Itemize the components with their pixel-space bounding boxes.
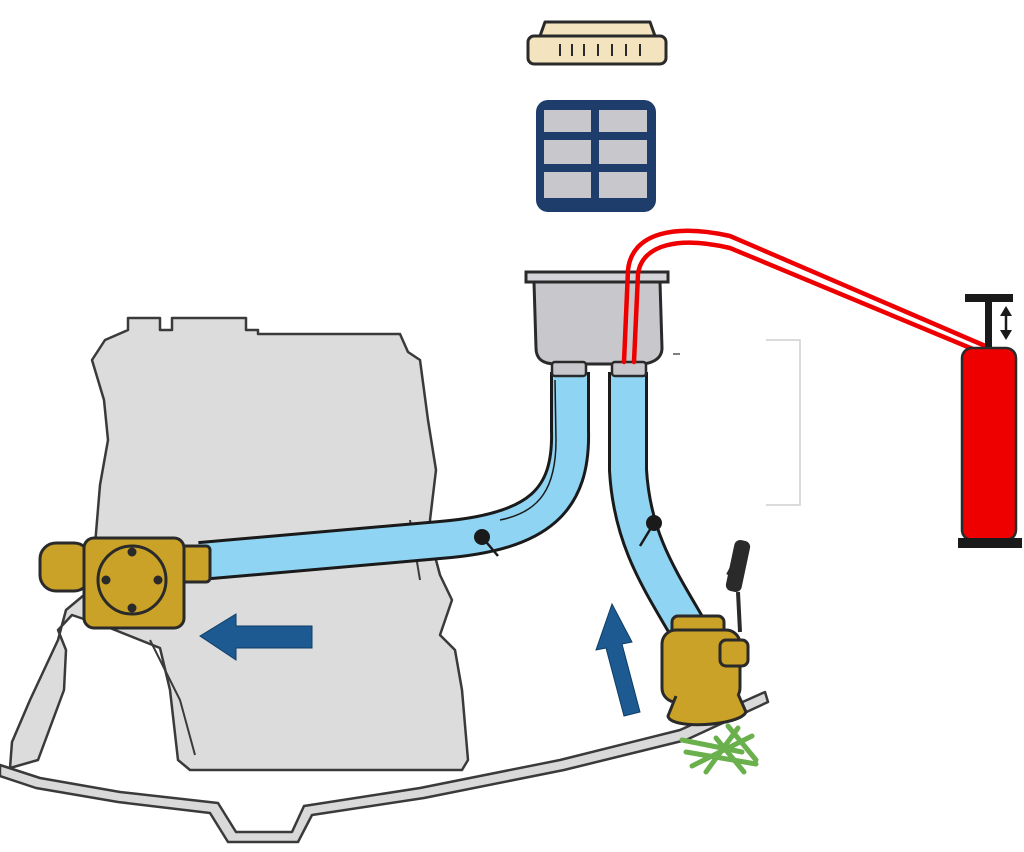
strainer-bowl-icon <box>524 270 680 378</box>
bracket-line <box>766 339 801 506</box>
seacock-valve-icon <box>660 540 751 727</box>
hull-icon <box>0 690 770 844</box>
strainer-lid-icon <box>520 0 668 100</box>
air-hose-icon <box>621 228 993 365</box>
water-pump-icon <box>38 536 212 630</box>
strainer-basket-icon <box>536 100 656 212</box>
seacock-hose <box>608 372 708 642</box>
flow-arrow-up-icon <box>595 602 641 717</box>
hand-pump-icon <box>958 294 1022 548</box>
pump-intake-hose <box>198 372 591 581</box>
flow-arrow-left-icon <box>199 613 313 661</box>
seaweed-icon <box>679 723 759 775</box>
